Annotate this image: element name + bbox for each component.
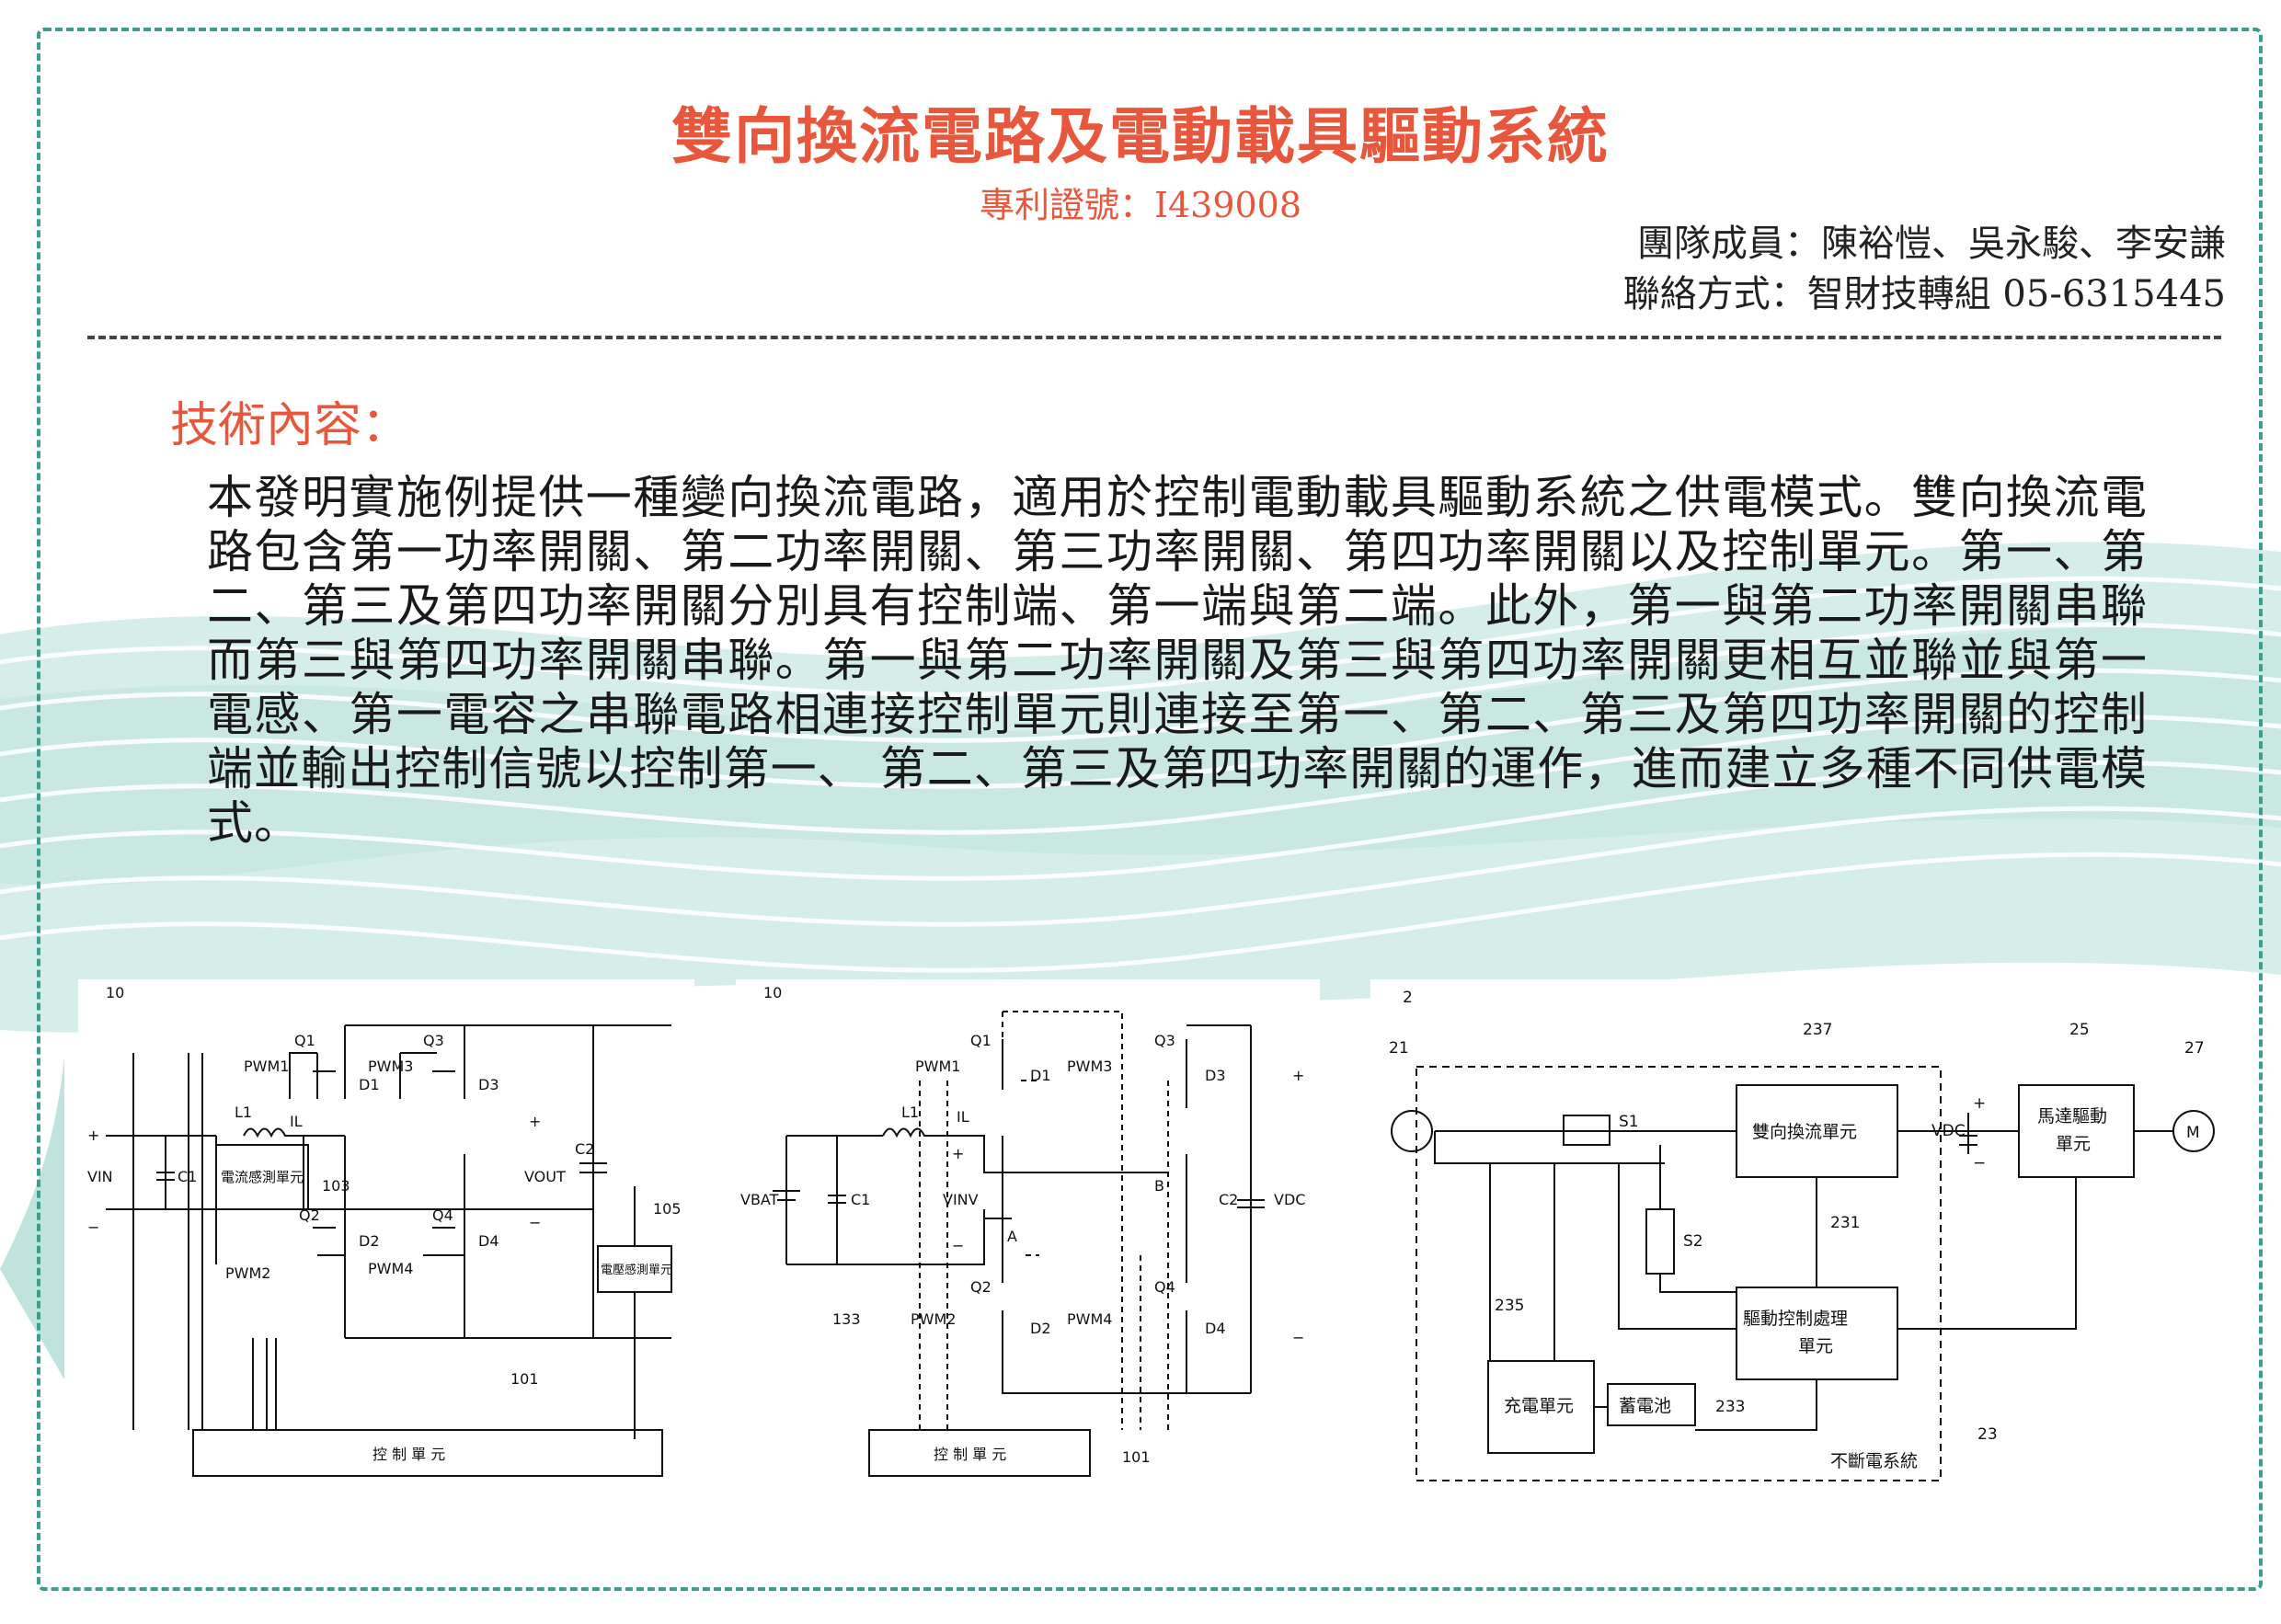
fig2-q1: Q1 xyxy=(970,1032,991,1049)
fig3-s2: S2 xyxy=(1683,1232,1703,1251)
fig1-minus-out: − xyxy=(529,1214,541,1231)
fig3-motor-drive-1: 馬達驅動 xyxy=(2037,1106,2107,1127)
fig1-ref101: 101 xyxy=(510,1370,539,1388)
team-members: 團隊成員：陳裕愷、吳永駿、李安謙 xyxy=(1637,223,2226,265)
figure-3-system-diagram: 2 21 237 25 27 231 235 233 23 S1 S2 VDC … xyxy=(1370,979,2226,1494)
fig2-q3: Q3 xyxy=(1154,1032,1175,1049)
fig3-ref25: 25 xyxy=(2069,1021,2090,1039)
fig2-c1: C1 xyxy=(851,1191,870,1208)
fig1-number: 10 xyxy=(106,984,124,1001)
fig2-pwm2: PWM2 xyxy=(911,1310,956,1328)
fig1-q4: Q4 xyxy=(432,1207,453,1224)
fig3-plus: + xyxy=(1973,1094,1986,1113)
fig3-s1: S1 xyxy=(1619,1113,1639,1131)
fig2-plus-out: + xyxy=(1292,1067,1304,1084)
fig2-d4: D4 xyxy=(1205,1320,1226,1337)
figure-1-circuit: 10 Q1 Q2 Q3 Q4 PWM1 PWM2 PWM3 PWM4 D1 D2… xyxy=(78,979,694,1494)
page-frame xyxy=(37,28,2263,1591)
fig2-plus-inv: + xyxy=(952,1145,964,1162)
fig3-ref235: 235 xyxy=(1495,1297,1524,1315)
fig3-vdc: VDC xyxy=(1931,1122,1966,1140)
fig1-pwm3: PWM3 xyxy=(368,1058,413,1075)
fig2-pwm4: PWM4 xyxy=(1067,1310,1112,1328)
fig1-il: IL xyxy=(290,1113,303,1130)
fig3-number: 2 xyxy=(1403,989,1413,1007)
fig1-controller: 控 制 單 元 xyxy=(373,1446,445,1463)
fig1-vin: VIN xyxy=(87,1168,113,1185)
fig2-node-a: A xyxy=(1007,1228,1017,1245)
fig2-minus-out: − xyxy=(1292,1329,1304,1346)
fig2-il: IL xyxy=(957,1108,969,1126)
fig1-pwm4: PWM4 xyxy=(368,1260,413,1277)
fig3-ref21: 21 xyxy=(1389,1039,1409,1058)
fig3-processor-2: 單元 xyxy=(1798,1336,1833,1356)
fig3-ref231: 231 xyxy=(1830,1214,1860,1232)
fig2-controller: 控 制 單 元 xyxy=(934,1446,1006,1463)
fig2-l1: L1 xyxy=(901,1104,919,1121)
fig1-l1: L1 xyxy=(235,1104,252,1121)
fig1-q1: Q1 xyxy=(294,1032,315,1049)
fig1-d1: D1 xyxy=(359,1076,380,1093)
fig1-c2: C2 xyxy=(575,1140,594,1158)
patent-number: 專利證號：I439008 xyxy=(979,185,1302,225)
fig2-pwm3: PWM3 xyxy=(1067,1058,1112,1075)
fig1-d4: D4 xyxy=(478,1232,499,1250)
contact-info: 聯絡方式：智財技轉組 05-6315445 xyxy=(1622,273,2226,315)
fig1-d2: D2 xyxy=(359,1232,380,1250)
fig1-d3: D3 xyxy=(478,1076,499,1093)
fig2-vdc: VDC xyxy=(1274,1191,1305,1208)
fig2-d3: D3 xyxy=(1205,1067,1226,1084)
fig3-battery: 蓄電池 xyxy=(1619,1396,1671,1416)
fig1-pwm1: PWM1 xyxy=(244,1058,289,1075)
figure-2-circuit: 10 Q1 Q2 Q3 Q4 PWM1 PWM2 PWM3 PWM4 D1 D2… xyxy=(736,979,1320,1494)
fig1-current-sensor: 電流感測單元 xyxy=(221,1169,304,1185)
fig1-ref103: 103 xyxy=(322,1177,350,1195)
page-title: 雙向換流電路及電動載具驅動系統 xyxy=(671,100,1610,172)
fig1-c1: C1 xyxy=(178,1168,197,1185)
fig3-motor-symbol: M xyxy=(2186,1124,2200,1142)
fig2-d1: D1 xyxy=(1030,1067,1051,1084)
fig3-ups: 不斷電系統 xyxy=(1830,1451,1918,1471)
fig3-motor-drive-2: 單元 xyxy=(2056,1134,2091,1154)
fig1-plus-in: + xyxy=(87,1127,99,1144)
header-divider xyxy=(87,336,2221,339)
fig1-q3: Q3 xyxy=(423,1032,444,1049)
fig3-ref27: 27 xyxy=(2184,1039,2205,1058)
fig3-processor-1: 驅動控制處理 xyxy=(1743,1309,1848,1329)
fig2-vbat: VBAT xyxy=(740,1191,779,1208)
fig1-pwm2: PWM2 xyxy=(225,1264,270,1282)
fig1-plus-out: + xyxy=(529,1113,541,1130)
fig1-voltage-sensor: 電壓感測單元 xyxy=(601,1263,672,1277)
fig2-node-b: B xyxy=(1154,1177,1164,1195)
fig2-d2: D2 xyxy=(1030,1320,1051,1337)
fig2-ref133: 133 xyxy=(832,1310,861,1328)
fig3-ref237: 237 xyxy=(1803,1021,1832,1039)
section-title: 技術內容： xyxy=(170,398,410,453)
fig2-q4: Q4 xyxy=(1154,1278,1175,1296)
fig2-number: 10 xyxy=(763,984,782,1001)
fig3-converter: 雙向換流單元 xyxy=(1752,1122,1857,1142)
description-text: 本發明實施例提供一種變向換流電路，適用於控制電動載具驅動系統之供電模式。雙向換流… xyxy=(207,471,2148,850)
fig2-q2: Q2 xyxy=(970,1278,991,1296)
fig1-vout: VOUT xyxy=(524,1168,566,1185)
fig3-ref233: 233 xyxy=(1715,1398,1745,1416)
fig3-charger: 充電單元 xyxy=(1504,1396,1574,1416)
fig2-pwm1: PWM1 xyxy=(915,1058,960,1075)
fig2-vinv: VINV xyxy=(943,1191,979,1208)
fig2-c2: C2 xyxy=(1219,1191,1238,1208)
fig3-ref23: 23 xyxy=(1977,1425,1998,1444)
fig1-minus-in: − xyxy=(87,1218,99,1236)
fig2-ref101: 101 xyxy=(1122,1448,1151,1466)
fig1-ref105: 105 xyxy=(653,1200,682,1218)
fig1-q2: Q2 xyxy=(299,1207,320,1224)
fig3-minus: − xyxy=(1973,1154,1986,1172)
fig2-minus-inv: − xyxy=(952,1237,964,1254)
